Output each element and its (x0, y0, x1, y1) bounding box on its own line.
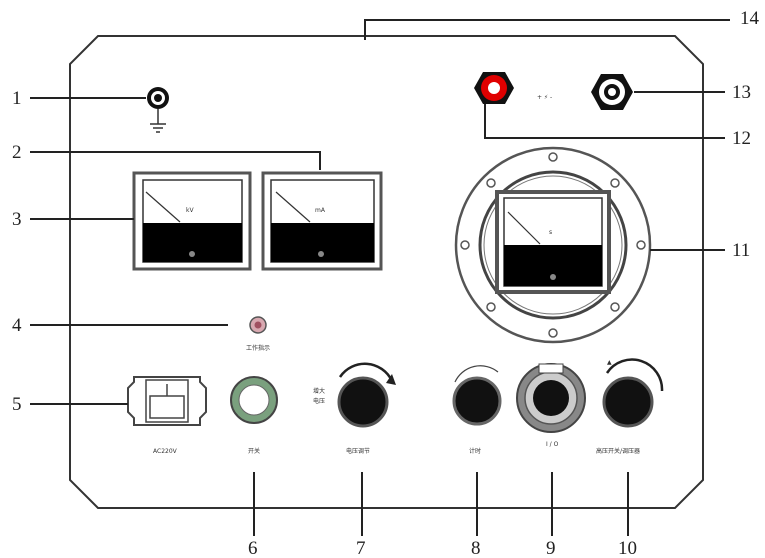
svg-text:8: 8 (471, 538, 481, 558)
svg-text:电压: 电压 (313, 397, 325, 405)
callout-3: 3 (12, 209, 134, 230)
svg-text:12: 12 (732, 128, 751, 149)
current-meter: mA (261, 171, 383, 271)
svg-text:AC220V: AC220V (153, 448, 178, 455)
callout-6: 6 (248, 472, 258, 558)
svg-text:1: 1 (12, 88, 22, 109)
large-flanged-meter: s (454, 146, 652, 344)
svg-text:计时: 计时 (469, 447, 481, 455)
svg-text:4: 4 (12, 315, 22, 336)
callout-5: 5 (12, 394, 128, 415)
red-hv-terminal (474, 72, 514, 104)
svg-text:2: 2 (12, 142, 22, 163)
hv-polarity-marker: + ⚡ - (537, 94, 552, 101)
svg-text:▲: ▲ (607, 359, 612, 366)
callout-8: 8 (471, 472, 481, 558)
callout-13: 13 (634, 82, 751, 103)
power-switch: 开关 (230, 376, 278, 455)
ground-terminal (147, 87, 169, 133)
callout-10: 10 (618, 472, 637, 558)
svg-text:I / O: I / O (546, 441, 559, 448)
svg-text:3: 3 (12, 209, 22, 230)
regulator-knob: ▲ 高压开关/调压器 (596, 358, 664, 455)
svg-text:开关: 开关 (248, 447, 260, 455)
svg-text:电压调节: 电压调节 (346, 447, 370, 455)
power-socket: AC220V (127, 376, 207, 455)
callout-7: 7 (356, 472, 366, 558)
callout-1: 1 (12, 88, 146, 109)
svg-text:11: 11 (732, 240, 750, 261)
svg-text:10: 10 (618, 538, 637, 558)
callout-11: 11 (650, 240, 750, 261)
svg-text:6: 6 (248, 538, 258, 558)
callout-2: 2 (12, 142, 321, 170)
voltage-meter: kV (132, 171, 252, 271)
black-hv-terminal (591, 74, 633, 110)
svg-text:高压开关/调压器: 高压开关/调压器 (596, 447, 640, 455)
svg-text:增大: 增大 (313, 387, 325, 395)
work-indicator-lamp: 工作指示 (246, 316, 270, 352)
svg-text:5: 5 (12, 394, 22, 415)
svg-text:kV: kV (186, 207, 194, 214)
svg-text:s: s (549, 229, 552, 236)
callout-9: 9 (546, 472, 556, 558)
callout-12: 12 (484, 104, 751, 149)
svg-text:9: 9 (546, 538, 556, 558)
callout-4: 4 (12, 315, 228, 336)
svg-text:7: 7 (356, 538, 366, 558)
svg-text:工作指示: 工作指示 (246, 344, 270, 352)
hv-key-switch: I / O (516, 363, 586, 448)
timer-knob: 计时 (452, 365, 502, 455)
callout-14: 14 (364, 8, 760, 40)
svg-text:14: 14 (740, 8, 760, 29)
svg-text:mA: mA (315, 207, 326, 214)
voltage-adjust-knob: 增大 电压 电压调节 (313, 362, 396, 455)
svg-text:13: 13 (732, 82, 751, 103)
